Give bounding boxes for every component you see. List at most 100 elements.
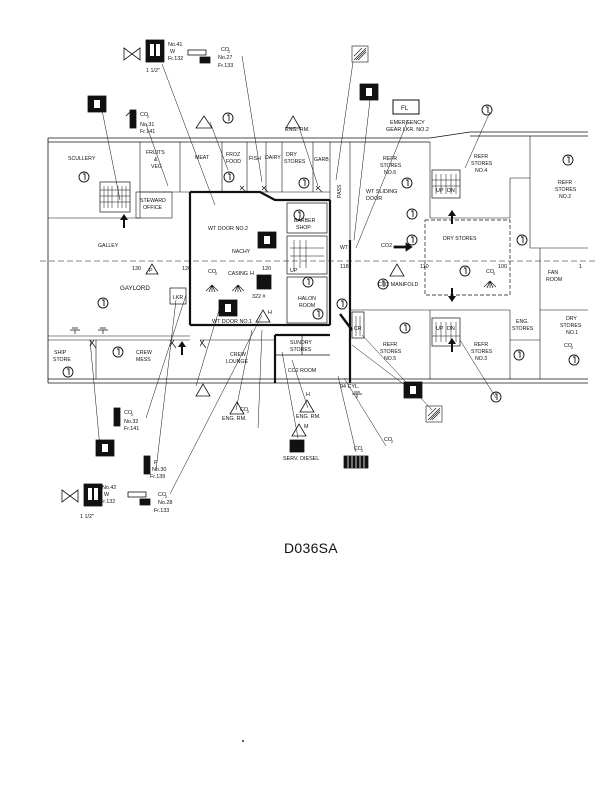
svg-text:CO: CO (158, 492, 166, 498)
tag-serv-diesel: SERV. DIESEL (283, 456, 319, 462)
room-sundry-1: SUNDRY (290, 340, 312, 346)
tag-wt-sliding-2: DOOR (366, 196, 382, 202)
room-cr: CR (354, 326, 362, 332)
svg-text:CO: CO (124, 410, 132, 416)
co2-nozzle-icon (231, 284, 245, 293)
room-eng-stores-1: ENG. (516, 319, 529, 325)
callout-no32-2: Fr.141 (124, 426, 139, 432)
room-meat: MEAT (195, 155, 210, 161)
co2-discharge-heads (205, 280, 497, 293)
triangle-icon (291, 423, 307, 437)
triangle-icon (285, 115, 301, 129)
room-refr3-2: STORES (471, 349, 493, 355)
frame-120: 120 (262, 266, 271, 272)
svg-text:2: 2 (247, 409, 250, 414)
extinguisher-icons (62, 104, 580, 403)
extinguisher-icon (97, 297, 109, 309)
room-refr6-1: REFR (383, 156, 397, 162)
room-fish: FISH (249, 156, 261, 162)
callout-no41-1: No.41 (168, 42, 182, 48)
pull-stations (87, 83, 423, 457)
callout-no28-1: No.28 (158, 500, 172, 506)
frame-100: 100 (498, 264, 507, 270)
svg-text:CO: CO (486, 269, 494, 275)
extinguisher-icon (490, 391, 502, 403)
extinguisher-icon (222, 112, 234, 124)
extinguisher-icon (377, 278, 389, 290)
extinguisher-icon (568, 354, 580, 366)
svg-text:CO: CO (240, 407, 248, 413)
callout-no41-3: Fr.132 (168, 56, 183, 62)
co2-cylinder-bank-icon (343, 455, 369, 469)
room-refr4-1: REFR (474, 154, 488, 160)
fl-emergency-locker: FL EMERGENCY GEAR LKR. NO.2 (386, 99, 429, 133)
tag-eng-rm-a: ENG. RM. (222, 416, 247, 422)
room-ship-store-2: STORE (53, 357, 71, 363)
extinguisher-icon (112, 346, 124, 358)
room-labels: SCULLERY FRUITS & VEG MEAT FROZ FOOD FIS… (53, 150, 582, 374)
co2-label-8: CO2 (240, 407, 250, 414)
valve-assemblies (61, 39, 413, 507)
room-dairy: DAIRY (265, 155, 281, 161)
room-barber-1: BARBER (294, 218, 316, 224)
down-arrow-icon (448, 288, 456, 302)
room-fruits-1: FRUITS (146, 150, 165, 156)
room-refr4-2: STORES (471, 161, 493, 167)
svg-text:2: 2 (391, 439, 394, 444)
svg-text:CO: CO (354, 446, 362, 452)
right-partitions (349, 136, 588, 379)
room-dry-no1-3: NO.1 (566, 330, 578, 336)
frame-130: 130 (132, 266, 141, 272)
room-dry-stores-main: DRY STORES (443, 236, 477, 242)
extinguisher-icon (513, 349, 525, 361)
extinguisher-icon (516, 234, 528, 246)
tag-h-engb: H (306, 392, 310, 398)
up-arrow-icon (448, 338, 456, 352)
leader-lines (89, 55, 497, 495)
fl-label: FL (401, 105, 409, 112)
room-eng-stores-2: STORES (512, 326, 534, 332)
up-arrow-icon (448, 210, 456, 224)
frame-126: 126 (182, 266, 191, 272)
extinguisher-icon (406, 208, 418, 220)
triangle-icon (195, 383, 211, 397)
co2-label-7: CO2 (158, 492, 168, 499)
svg-text:CO: CO (208, 269, 216, 275)
valve-box-icon (425, 405, 443, 423)
svg-text:CO: CO (384, 437, 392, 443)
room-co2room: CO2 ROOM (288, 368, 316, 374)
room-refr5-2: STORES (380, 349, 402, 355)
room-dry-no1-1: DRY (566, 316, 577, 322)
triangle-icon (229, 401, 245, 415)
tag-up-3: UP (436, 326, 444, 332)
room-pass: PASS (337, 184, 343, 198)
extinguisher-icon (78, 171, 90, 183)
tag-up-2: UP (436, 188, 444, 194)
co2-label-1: CO2 (221, 47, 231, 54)
co2-bottle-icon-4 (113, 407, 121, 427)
frame-1: 1 (579, 264, 582, 270)
drawing-code: D036SA (284, 540, 338, 556)
room-halon-2: ROOM (299, 303, 315, 309)
tag-co2-small: CO2 (381, 243, 392, 249)
room-refr3-1: REFR (474, 342, 488, 348)
extinguisher-icon (293, 209, 305, 221)
stray-mark (242, 740, 244, 742)
manual-pull-icon (256, 274, 272, 290)
room-wt: WT (340, 245, 349, 251)
manual-pull-icon (95, 439, 115, 457)
triangle-icon (299, 399, 315, 413)
tag-up-1: UP (290, 268, 298, 274)
extinguisher-icon (62, 366, 74, 378)
room-fruits-3: VEG (151, 164, 162, 170)
svg-text:2: 2 (493, 271, 496, 276)
lower-left-partitions (48, 335, 275, 379)
manual-pull-icon (257, 231, 277, 249)
callout-no30-1: P (154, 460, 158, 466)
callout-no41-2: W (170, 49, 176, 55)
co2-label-5: CO2 (564, 343, 574, 350)
room-refr6-3: NO.6 (384, 170, 396, 176)
room-refr2-2: STORES (555, 187, 577, 193)
room-crew-mess-2: MESS (136, 357, 151, 363)
room-fan-1: FAN (548, 270, 558, 276)
